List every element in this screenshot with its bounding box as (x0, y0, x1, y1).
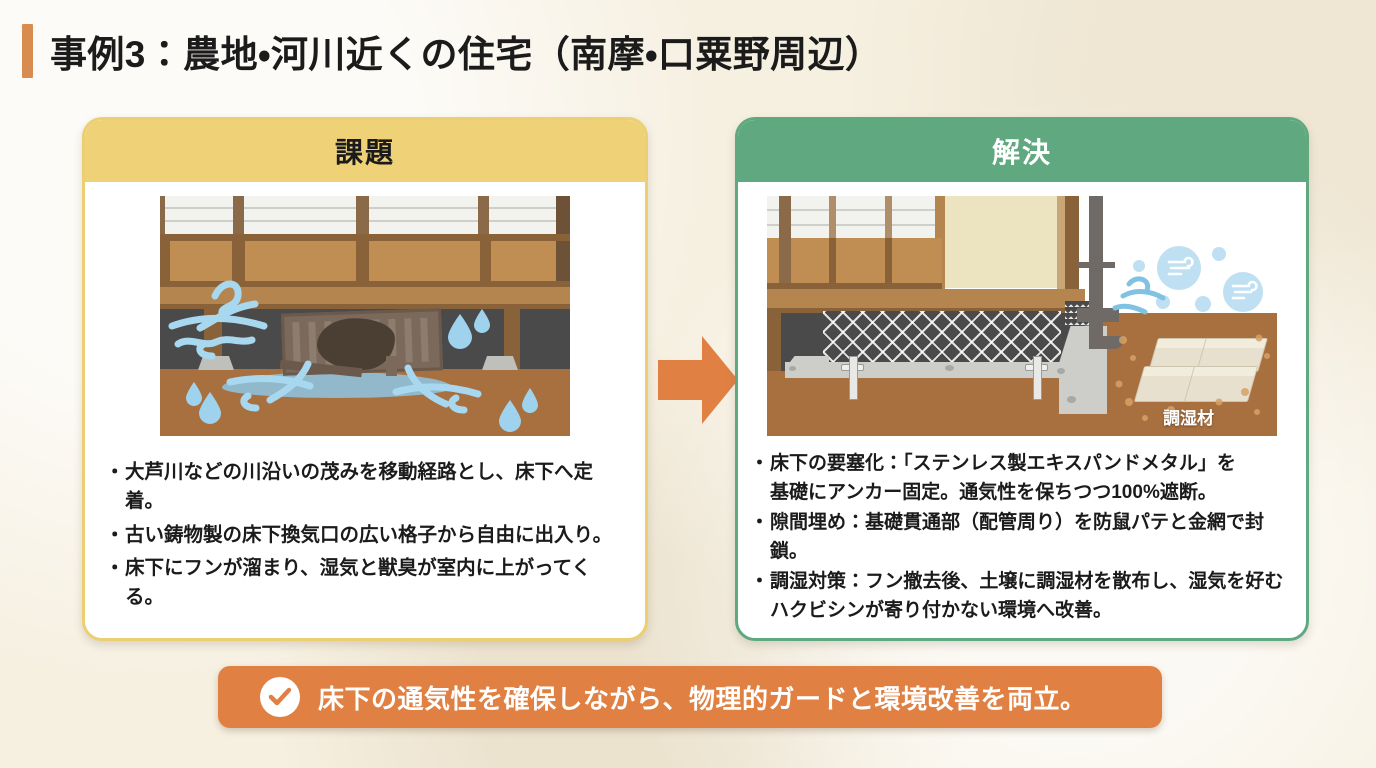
problem-bullet-list: 大芦川などの川沿いの茂みを移動経路とし、床下へ定着。 古い鋳物製の床下換気口の広… (85, 458, 645, 612)
problem-header-label: 課題 (334, 137, 395, 168)
solution-bullet-1: 床下の要塞化：「ステンレス製エキスパンドメタル」を 基礎にアンカー固定。通気性を… (750, 450, 1294, 507)
dehumidifier-block (1183, 366, 1259, 402)
solution-card: 解決 (735, 117, 1309, 641)
anchor-bolt (1033, 356, 1042, 400)
title-text: 事例3：農地・河川近くの住宅（南摩・口粟野周辺） (50, 34, 883, 75)
solution-bullet-3: 調湿対策：フン撤去後、土壌に調湿材を散布し、湿気を好む ハクビシンが寄り付かない… (750, 568, 1294, 625)
drain-pipe (1089, 196, 1103, 346)
problem-card: 課題 (82, 117, 648, 641)
problem-card-body: 大芦川などの川沿いの茂みを移動経路とし、床下へ定着。 古い鋳物製の床下換気口の広… (85, 182, 645, 612)
title-accent-bar (22, 24, 33, 78)
solution-card-body: 調湿材 床下の要塞化：「ステンレス製エキスパンドメタル」を 基礎にアンカー固定。… (738, 182, 1306, 625)
solution-bullet-2: 隙間埋め：基礎貫通部（配管周り）を防鼠パテと金網で封鎖。 (750, 509, 1294, 566)
page-title: 事例3：農地・河川近くの住宅（南摩・口粟野周辺） (22, 24, 882, 78)
airflow-and-moisture-icons (168, 280, 538, 432)
summary-banner: 床下の通気性を確保しながら、物理的ガードと環境改善を両立。 (218, 666, 1162, 728)
solution-bullet-list: 床下の要塞化：「ステンレス製エキスパンドメタル」を 基礎にアンカー固定。通気性を… (738, 450, 1306, 625)
problem-bullet-1: 大芦川などの川沿いの茂みを移動経路とし、床下へ定着。 (105, 458, 627, 517)
banner-text: 床下の通気性を確保しながら、物理的ガードと環境改善を両立。 (318, 683, 1087, 714)
check-circle-icon (260, 677, 300, 717)
anchor-bolt (849, 356, 858, 400)
shoji-grid (160, 196, 570, 234)
right-arrow-icon (658, 332, 740, 433)
problem-card-header: 課題 (85, 120, 645, 182)
problem-bullet-2: 古い鋳物製の床下換気口の広い格子から自由に出入り。 (105, 521, 627, 551)
illustration-label: 調湿材 (1163, 409, 1214, 428)
crawlspace-broken-vent-illustration (160, 196, 570, 436)
crawlspace-expanded-metal-illustration: 調湿材 (767, 196, 1277, 436)
problem-bullet-3: 床下にフンが溜まり、湿気と獣臭が室内に上がってくる。 (105, 554, 627, 613)
solution-header-label: 解決 (991, 137, 1052, 168)
solution-card-header: 解決 (738, 120, 1306, 182)
